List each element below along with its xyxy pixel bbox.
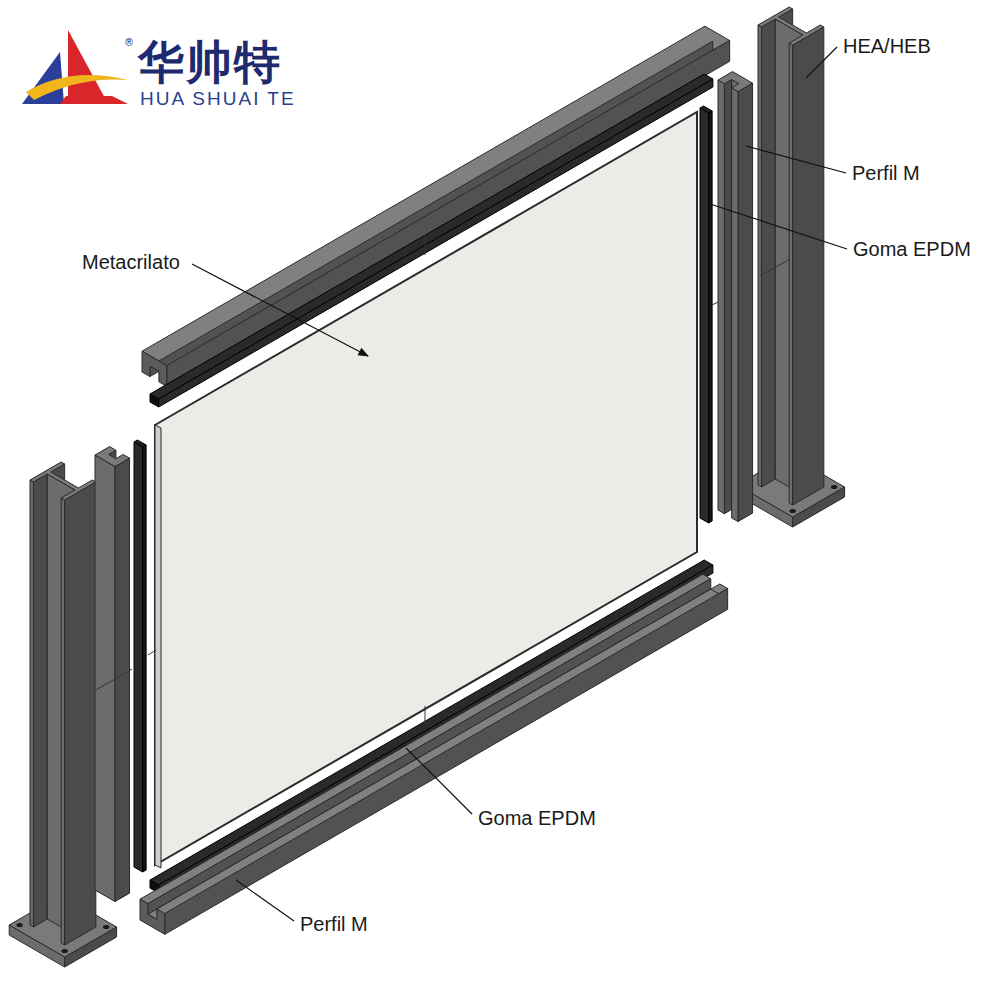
part-label: Goma EPDM [853, 238, 971, 260]
brand-latin-name: HUA SHUAI TE [140, 89, 296, 110]
alignment-line [712, 302, 718, 305]
bolt-hole [789, 509, 795, 513]
right-epdm-strip-end [700, 106, 712, 113]
part-label: Goma EPDM [478, 807, 596, 829]
right-steel-post-face [761, 19, 775, 487]
left-steel-post-face [30, 480, 33, 927]
leader-line [236, 880, 294, 921]
right-epdm-strip-face [709, 111, 712, 523]
left-epdm-strip-face [134, 442, 143, 872]
registered-mark: ® [124, 37, 134, 48]
left-m-profile-face [115, 458, 130, 901]
bolt-hole [16, 923, 22, 927]
logo-red-base [60, 96, 128, 104]
logo-blue-shape [22, 52, 64, 104]
leader-arrow [192, 264, 368, 356]
bottom-m-profile-face [165, 589, 728, 935]
leader-line [406, 748, 472, 814]
bolt-hole [61, 949, 67, 953]
bottom-m-profile-face [148, 589, 720, 919]
top-m-profile-end [142, 351, 167, 386]
alignment-line [425, 235, 426, 255]
left-m-profile-end [95, 447, 130, 467]
right-epdm-strip [700, 106, 712, 523]
leader-line [710, 204, 847, 249]
left-steel-post-face [33, 474, 47, 927]
bottom-m-profile-face [148, 579, 711, 914]
right-steel-post-face [789, 43, 792, 505]
bolt-hole [103, 925, 109, 929]
alignment-lines [96, 235, 790, 724]
bottom-m-profile [140, 574, 728, 934]
right-epdm-strip-face [700, 108, 709, 523]
bottom-epdm-strip-face [150, 560, 713, 885]
alignment-line [760, 259, 790, 276]
left-m-profile [95, 447, 130, 902]
left-m-profile-face [95, 455, 115, 902]
left-steel-post [30, 462, 96, 945]
alignment-line [148, 650, 156, 655]
right-m-profile-face [718, 80, 724, 514]
bolt-hole [831, 485, 837, 489]
left-epdm-strip-end [134, 440, 146, 447]
right-m-profile-face [724, 79, 731, 513]
left-steel-post-face [65, 482, 96, 945]
alignment-line [96, 669, 132, 690]
part-label: Metacrilato [82, 251, 180, 273]
right-m-profile-end [718, 72, 753, 92]
part-label: Perfil M [852, 162, 920, 184]
brand-name: 华帅特 [138, 37, 282, 88]
acrylic-sheet-edge [155, 425, 161, 868]
part-label: HEA/HEB [843, 35, 931, 57]
left-steel-post-end [30, 462, 96, 500]
right-steel-post-face [758, 25, 761, 487]
bottom-m-profile-end [140, 899, 165, 934]
right-m-profile [718, 72, 753, 522]
right-steel-post-end [758, 7, 824, 45]
part-label: Perfil M [300, 913, 368, 935]
left-epdm-strip-face [143, 445, 146, 872]
logo-red-shape [68, 30, 106, 100]
bottom-m-profile-face [140, 574, 711, 904]
right-steel-post-face [793, 27, 824, 505]
leader-line [746, 146, 846, 173]
alignment-line [425, 706, 426, 724]
right-m-profile-face [732, 88, 738, 522]
right-steel-post [758, 7, 824, 505]
logo-icon [22, 30, 128, 104]
bottom-epdm-strip [150, 560, 713, 893]
leader-lines [192, 47, 847, 921]
top-epdm-strip-end [150, 394, 159, 407]
left-steel-post-face [61, 498, 64, 945]
leader-line [806, 47, 837, 78]
right-m-profile-face [738, 83, 753, 521]
left-epdm-strip [134, 440, 146, 872]
